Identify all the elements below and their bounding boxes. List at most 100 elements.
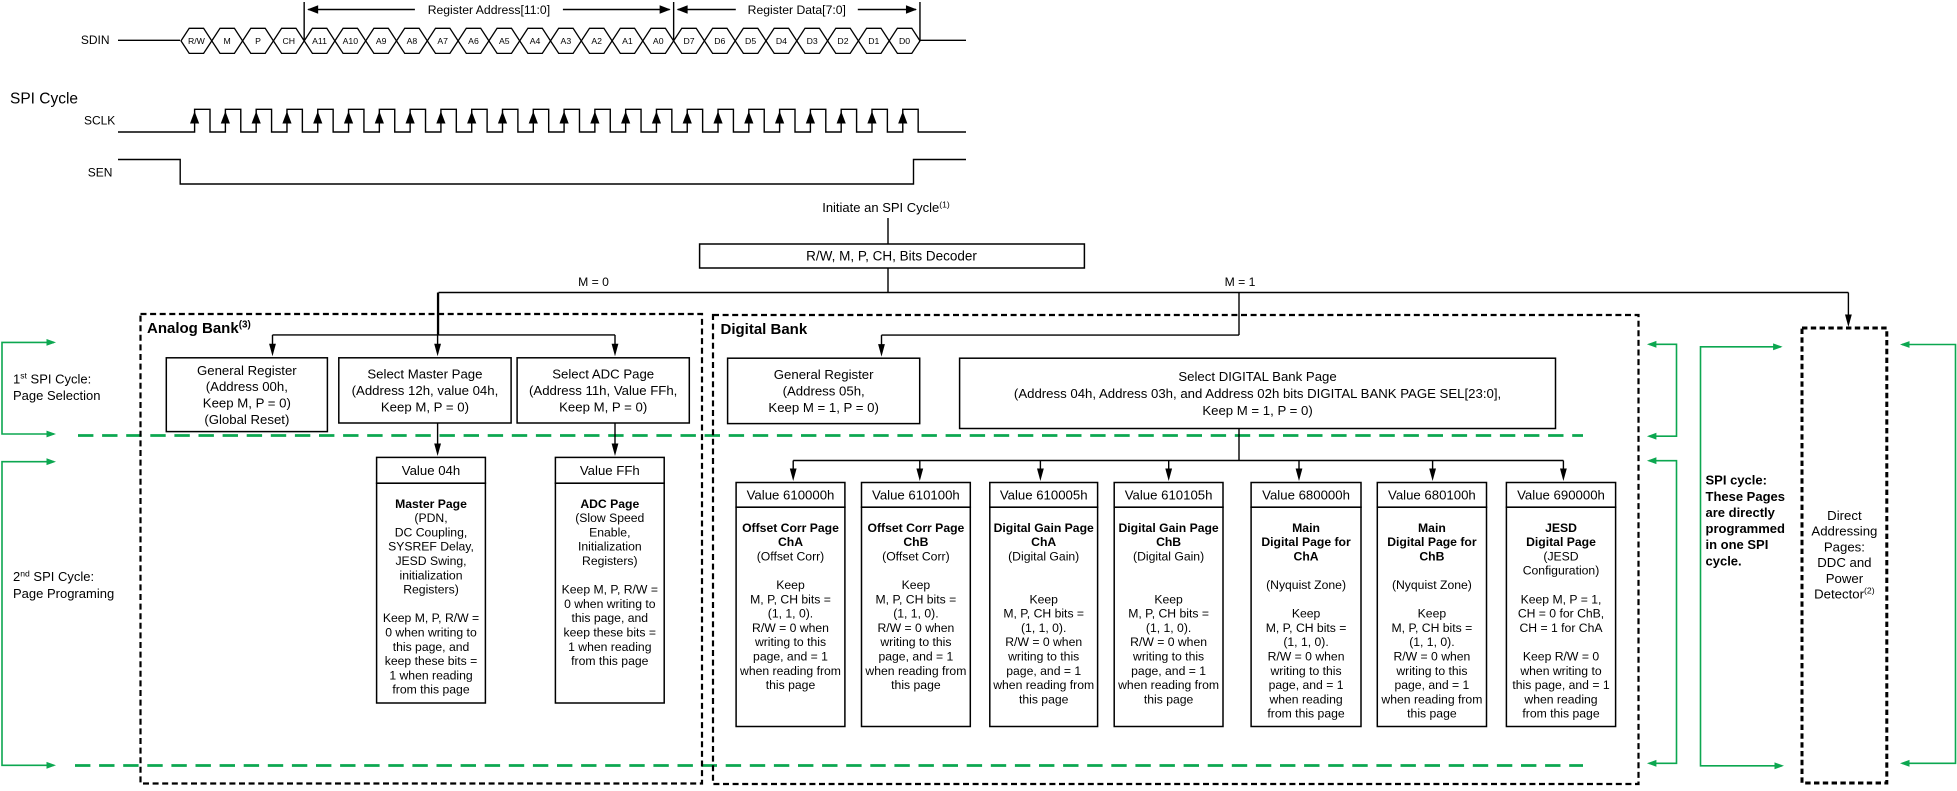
svg-text:JESD Swing,: JESD Swing, xyxy=(395,554,466,568)
svg-text:Select DIGITAL Bank Page: Select DIGITAL Bank Page xyxy=(1178,369,1336,384)
svg-text:when reading from: when reading from xyxy=(992,678,1094,692)
svg-text:0 when writing to: 0 when writing to xyxy=(385,626,477,640)
svg-text:Digital Bank: Digital Bank xyxy=(721,321,808,338)
svg-text:M, P, CH bits =: M, P, CH bits = xyxy=(1266,621,1347,635)
svg-text:M, P, CH bits =: M, P, CH bits = xyxy=(1003,607,1084,621)
svg-text:Direct: Direct xyxy=(1827,508,1862,523)
svg-text:Value 680000h: Value 680000h xyxy=(1262,488,1350,503)
svg-text:A5: A5 xyxy=(499,36,510,46)
svg-text:this page, and = 1: this page, and = 1 xyxy=(1512,678,1609,692)
svg-text:(1, 1, 0).: (1, 1, 0). xyxy=(768,607,813,621)
svg-text:1 when reading: 1 when reading xyxy=(389,668,472,682)
svg-text:SPI cycle:: SPI cycle: xyxy=(1706,473,1767,488)
svg-text:D0: D0 xyxy=(899,36,910,46)
svg-text:ChA: ChA xyxy=(1031,535,1056,549)
svg-text:2nd SPI Cycle:: 2nd SPI Cycle: xyxy=(13,568,94,584)
svg-text:M = 0: M = 0 xyxy=(578,275,609,289)
svg-text:in one SPI: in one SPI xyxy=(1706,537,1769,552)
svg-text:Digital Gain Page: Digital Gain Page xyxy=(994,521,1094,535)
svg-text:SCLK: SCLK xyxy=(84,114,115,128)
svg-text:Value 610100h: Value 610100h xyxy=(872,488,960,503)
svg-text:(1, 1, 0).: (1, 1, 0). xyxy=(1409,635,1454,649)
svg-text:M, P, CH bits =: M, P, CH bits = xyxy=(1392,621,1473,635)
svg-text:ChB: ChB xyxy=(903,535,928,549)
svg-text:Value 680100h: Value 680100h xyxy=(1388,488,1476,503)
svg-text:CH: CH xyxy=(282,36,295,46)
svg-text:A9: A9 xyxy=(376,36,387,46)
svg-text:M, P, CH bits =: M, P, CH bits = xyxy=(1128,607,1209,621)
svg-text:Select Master Page: Select Master Page xyxy=(367,367,482,382)
svg-text:Register Address[11:0]: Register Address[11:0] xyxy=(428,3,550,17)
svg-text:R/W = 0 when: R/W = 0 when xyxy=(1393,650,1470,664)
svg-text:M, P, CH bits =: M, P, CH bits = xyxy=(750,592,831,606)
svg-text:R/W = 0 when: R/W = 0 when xyxy=(877,621,954,635)
svg-text:A10: A10 xyxy=(343,36,359,46)
svg-text:Keep M, P = 0): Keep M, P = 0) xyxy=(381,399,469,414)
svg-text:General Register: General Register xyxy=(197,363,297,378)
svg-text:General Register: General Register xyxy=(774,367,874,382)
svg-text:this page, and: this page, and xyxy=(393,640,470,654)
svg-text:initialization: initialization xyxy=(399,568,462,582)
svg-text:(Digital Gain): (Digital Gain) xyxy=(1133,549,1204,563)
svg-text:Keep: Keep xyxy=(1154,592,1183,606)
svg-text:M, P, CH bits =: M, P, CH bits = xyxy=(876,592,957,606)
svg-text:Registers): Registers) xyxy=(403,583,459,597)
svg-text:These Pages: These Pages xyxy=(1706,489,1786,504)
svg-text:Value 04h: Value 04h xyxy=(402,463,460,478)
svg-text:(JESD: (JESD xyxy=(1543,549,1578,563)
svg-text:writing to this: writing to this xyxy=(754,635,826,649)
svg-text:R/W = 0 when: R/W = 0 when xyxy=(1130,635,1207,649)
svg-text:Offset Corr Page: Offset Corr Page xyxy=(867,521,964,535)
svg-text:this page: this page xyxy=(891,678,941,692)
svg-text:Keep R/W = 0: Keep R/W = 0 xyxy=(1523,650,1599,664)
svg-text:(Address 05h,: (Address 05h, xyxy=(783,384,865,399)
svg-text:D3: D3 xyxy=(807,36,818,46)
svg-text:this page: this page xyxy=(1019,692,1069,706)
svg-text:A11: A11 xyxy=(312,36,327,46)
svg-text:0 when writing to: 0 when writing to xyxy=(564,597,656,611)
svg-text:Registers): Registers) xyxy=(582,554,638,568)
svg-text:D7: D7 xyxy=(683,36,694,46)
svg-text:Value FFh: Value FFh xyxy=(580,463,640,478)
svg-text:when reading from: when reading from xyxy=(1380,692,1482,706)
svg-text:R/W: R/W xyxy=(188,36,206,46)
svg-text:R/W, M, P, CH, Bits Decoder: R/W, M, P, CH, Bits Decoder xyxy=(806,249,977,264)
svg-text:(PDN,: (PDN, xyxy=(414,511,447,525)
svg-text:CH = 0 for ChB,: CH = 0 for ChB, xyxy=(1518,607,1604,621)
svg-text:writing to this: writing to this xyxy=(879,635,951,649)
svg-text:ChA: ChA xyxy=(778,535,803,549)
svg-text:(1, 1, 0).: (1, 1, 0). xyxy=(1283,635,1328,649)
svg-text:Select ADC Page: Select ADC Page xyxy=(552,367,654,382)
svg-text:Power: Power xyxy=(1826,571,1864,586)
svg-text:from this page: from this page xyxy=(571,654,648,668)
svg-text:ADC Page: ADC Page xyxy=(580,497,639,511)
svg-text:(Nyquist Zone): (Nyquist Zone) xyxy=(1266,578,1346,592)
svg-text:cycle.: cycle. xyxy=(1706,553,1742,568)
svg-text:Page Programing: Page Programing xyxy=(13,586,114,601)
svg-text:1st SPI Cycle:: 1st SPI Cycle: xyxy=(13,371,91,387)
svg-text:Keep M, P = 0): Keep M, P = 0) xyxy=(559,399,647,414)
svg-text:from this page: from this page xyxy=(392,683,469,697)
svg-text:writing to this: writing to this xyxy=(1007,650,1079,664)
svg-text:(Address 11h, Value FFh,: (Address 11h, Value FFh, xyxy=(529,383,677,398)
svg-text:SPI Cycle: SPI Cycle xyxy=(10,91,78,108)
svg-text:D4: D4 xyxy=(776,36,787,46)
svg-text:(Digital Gain): (Digital Gain) xyxy=(1008,549,1079,563)
svg-text:Digital Gain Page: Digital Gain Page xyxy=(1118,521,1218,535)
svg-text:when reading from: when reading from xyxy=(864,664,966,678)
svg-text:ChB: ChB xyxy=(1419,549,1444,563)
svg-text:(Address 12h, value 04h,: (Address 12h, value 04h, xyxy=(352,383,499,398)
svg-text:Detector(2): Detector(2) xyxy=(1814,586,1875,602)
svg-text:when reading from: when reading from xyxy=(1117,678,1219,692)
svg-text:1 when reading: 1 when reading xyxy=(568,640,651,654)
svg-text:A2: A2 xyxy=(591,36,602,46)
svg-text:CH = 1 for ChA: CH = 1 for ChA xyxy=(1520,621,1604,635)
svg-text:when writing to: when writing to xyxy=(1519,664,1602,678)
svg-text:A8: A8 xyxy=(407,36,418,46)
svg-text:Keep: Keep xyxy=(1029,592,1058,606)
svg-text:Addressing: Addressing xyxy=(1811,524,1877,539)
svg-text:page, and = 1: page, and = 1 xyxy=(753,650,828,664)
svg-text:D2: D2 xyxy=(837,36,848,46)
svg-text:Keep M, P, R/W =: Keep M, P, R/W = xyxy=(383,611,479,625)
svg-text:writing to this: writing to this xyxy=(1395,664,1467,678)
